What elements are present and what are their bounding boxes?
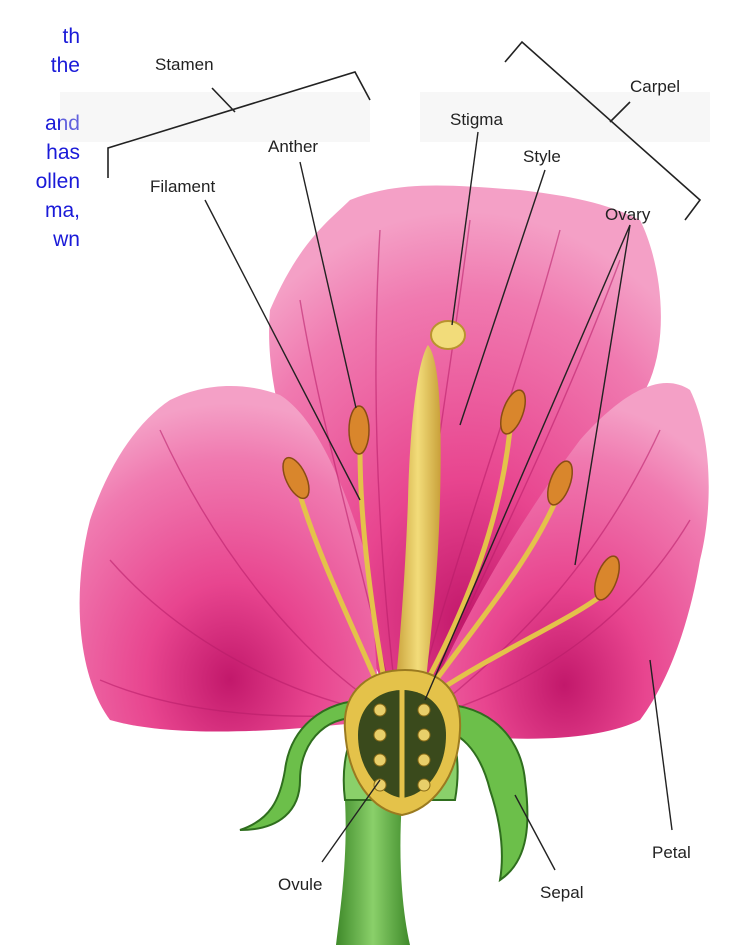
label-petal: Petal (652, 843, 691, 862)
label-style: Style (523, 147, 561, 166)
label-ovule: Ovule (278, 875, 322, 894)
label-stigma: Stigma (450, 110, 503, 129)
label-sepal: Sepal (540, 883, 583, 902)
stem (336, 800, 410, 945)
label-band-left (60, 92, 370, 142)
label-ovary: Ovary (605, 205, 651, 224)
label-filament: Filament (150, 177, 215, 196)
label-anther: Anther (268, 137, 318, 156)
stigma (431, 321, 465, 349)
label-stamen: Stamen (155, 55, 214, 74)
label-carpel: Carpel (630, 77, 680, 96)
